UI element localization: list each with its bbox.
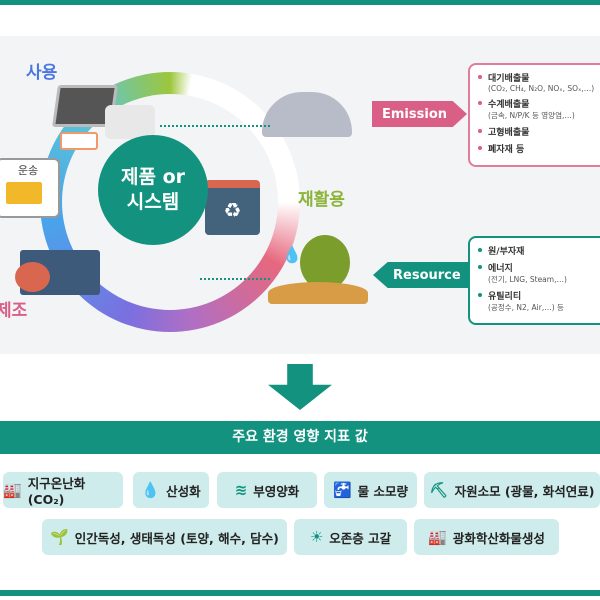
sun-umbrella-icon: ☀ (309, 528, 324, 546)
ph-drop-icon: 💧 (141, 481, 161, 499)
faucet-icon: 🚰 (332, 481, 352, 499)
emission-item: 수계배출물(금속, N/P/K 등 영양염,…) (478, 97, 598, 121)
tree-icon (300, 235, 350, 290)
resource-label: Resource (393, 267, 461, 283)
indicator-chip: 🚰 물 소모량 (324, 472, 417, 508)
emission-item: 대기배출물(CO₂, CH₄, N₂O, NOₓ, SOₓ,…) (478, 71, 598, 93)
bottom-rule (0, 590, 600, 596)
resource-box: 원/부자재 에너지(전기, LNG, Steam,…) 유틸리티(공정수, N2… (468, 236, 600, 325)
indicator-chip: 🏭 광화학산화물생성 (414, 519, 559, 555)
chip-label: 광화학산화물생성 (452, 530, 545, 546)
chip-label: 산성화 (166, 483, 201, 499)
chip-label: 인간독성, 생태독성 (토양, 해수, 담수) (74, 530, 279, 546)
indicator-chip: 💧 산성화 (133, 472, 209, 508)
recycle-bin-icon: ♻ (205, 180, 260, 235)
indicator-chip: 🌱 인간독성, 생태독성 (토양, 해수, 담수) (42, 519, 287, 555)
chip-label: 부영양화 (253, 483, 300, 499)
paper-rolls-icon (105, 105, 155, 139)
down-arrow-icon (268, 364, 332, 410)
soil-icon (268, 282, 368, 304)
raw-material-icon (15, 262, 50, 292)
flow-arrow-resource-to-manufacture (200, 278, 270, 280)
chip-label: 지구온난화 (CO₂) (27, 476, 86, 507)
indicator-chip: ≋ 부영양화 (217, 472, 317, 508)
resource-item: 유틸리티(공정수, N2, Air,…) 등 (478, 289, 598, 313)
fish-wave-icon: ≋ (234, 481, 248, 499)
truck-icon (6, 182, 42, 204)
resource-arrow: Resource (373, 262, 471, 288)
use-label: 사용 (26, 63, 58, 83)
indicator-chip: 🏭 지구온난화 (CO₂) (3, 472, 123, 508)
top-rule (0, 0, 600, 5)
phone-icon (60, 132, 98, 150)
emission-label: Emission (382, 106, 447, 122)
smokestack-icon: 🏭 (428, 528, 447, 546)
product-system-center: 제품 or 시스템 (98, 135, 208, 245)
indicator-chip: ☀ 오존층 고갈 (294, 519, 407, 555)
chip-label: 오존층 고갈 (329, 530, 392, 546)
sprout-icon: 🌱 (50, 528, 69, 546)
resource-item: 에너지(전기, LNG, Steam,…) (478, 261, 598, 285)
flow-arrow-use-to-waste (160, 125, 270, 127)
factory-icon: 🏭 (3, 481, 22, 499)
indicators-title: 주요 환경 영향 지표 값 (0, 421, 600, 454)
emission-item: 폐자재 등 (478, 142, 598, 155)
indicator-chip: ⛏ 자원소모 (광물, 화석연료) (424, 472, 600, 508)
resource-item: 원/부자재 (478, 244, 598, 257)
water-drops-icon: 💧 (282, 245, 302, 264)
transport-label: 운송 (17, 164, 39, 177)
recycle-label: 재활용 (298, 190, 345, 210)
manufacture-label: 제조 (0, 301, 28, 321)
center-line1: 제품 or (121, 166, 185, 188)
chip-label: 자원소모 (광물, 화석연료) (454, 483, 595, 499)
chip-label: 물 소모량 (357, 483, 409, 499)
emission-arrow: Emission (372, 101, 467, 127)
center-line2: 시스템 (126, 191, 180, 213)
emission-item: 고형배출물 (478, 125, 598, 138)
mining-icon: ⛏ (429, 481, 449, 499)
emission-box: 대기배출물(CO₂, CH₄, N₂O, NOₓ, SOₓ,…) 수계배출물(금… (468, 63, 600, 167)
